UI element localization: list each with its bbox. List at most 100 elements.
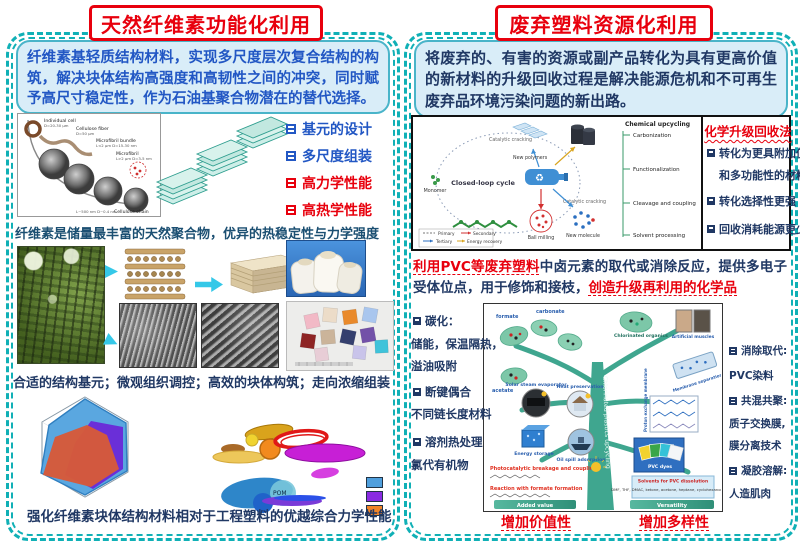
hier-label-4: Microfibril — [116, 151, 139, 157]
bullet-label: 高力学性能 — [302, 176, 372, 192]
ashby-plot: POM — [212, 423, 366, 513]
note-artificial-muscle: 人造肌肉 — [729, 486, 771, 501]
cell-coil-icon — [24, 120, 42, 138]
left-title-text: 天然纤维素功能化利用 — [101, 12, 311, 37]
hier-dim-4: L>2 μm D=3-5 nm — [116, 156, 152, 161]
square-bullet-icon — [729, 466, 737, 475]
ashby-circle — [245, 433, 259, 447]
colored-films-photo — [286, 301, 394, 371]
tree-leaves — [499, 311, 653, 385]
loop-legend: Primary Secondary Tertiary Energy recove… — [418, 228, 503, 248]
leaf-label-carbonate: carbonate — [536, 309, 565, 315]
legend-swatch-orange — [366, 505, 383, 516]
left-bullet-2: 多尺度组装 — [286, 146, 372, 166]
note-text: 储能，保温隔热， — [411, 337, 503, 351]
bullet-label: 基元的设计 — [302, 122, 372, 138]
note-text: 断键偶合 — [425, 385, 471, 399]
upcycle-title: 化学升级回收法 — [704, 124, 792, 139]
cyan-arrow-icon — [105, 265, 118, 278]
plastic-bottle-icon: ♻ — [525, 169, 568, 185]
note-elimination: 消除取代: — [729, 343, 787, 358]
cyan-block-arrow-icon — [195, 277, 223, 292]
left-bullet-4: 高热学性能 — [286, 200, 372, 220]
loop-center-label: Closed-loop cycle — [451, 179, 515, 187]
rod-stack — [124, 248, 186, 300]
loop-circle — [435, 132, 581, 234]
sun-icon — [541, 391, 547, 397]
note-text: 碳化： — [425, 314, 460, 328]
note-text: 回收消耗能源更少 — [719, 223, 800, 236]
bullet-label: 多尺度组装 — [302, 149, 372, 165]
left-panel-title: 天然纤维素功能化利用 — [89, 5, 323, 41]
new-molecule-label: New molecule — [566, 233, 600, 239]
caption-mechanics: 强化纤维素块体结构材料相对于工程塑料的优越综合力学性能 — [27, 505, 392, 525]
recycle-icon: ♻ — [535, 173, 544, 184]
added-value-bar — [494, 500, 576, 509]
square-bullet-icon — [286, 205, 296, 215]
polymer-sheet-icon — [512, 122, 548, 139]
caption-structure: 合适的结构基元；微观组织调控；高效的块体构筑；走向浓缩组装 — [13, 372, 390, 391]
legend-primary: Primary — [438, 231, 455, 237]
upcycle-bullet-1b: 和多功能性的材料 — [719, 167, 800, 183]
item-heat: Heat preservation — [557, 384, 604, 390]
note-chloro-organics: 氯代有机物 — [411, 457, 469, 473]
square-bullet-icon — [707, 225, 715, 233]
hier-dim-5: L~500 nm D~0.4 nm — [76, 209, 117, 214]
radar-series-red — [43, 425, 119, 487]
sem-inset-3 — [93, 176, 123, 206]
caption-bottom-text: 强化纤维素块体结构材料相对于工程塑料的优越综合力学性能 — [27, 509, 392, 525]
note-bond-coupling: 断键偶合 — [413, 384, 471, 400]
leaf-molecules — [509, 317, 644, 380]
caption-text: 增加价值性 — [501, 515, 571, 531]
left-bullet-3: 高力学性能 — [286, 173, 372, 193]
membrane-separation-image — [672, 351, 718, 379]
caption-cellulose: 纤维素是储量最丰富的天然聚合物，优异的热稳定性与力学强度 — [15, 223, 379, 242]
monomer-label: Monomer — [424, 188, 447, 194]
legend-secondary: Secondary — [473, 231, 496, 237]
caption-text: 增加多样性 — [639, 515, 709, 531]
ashby-ellipse — [311, 467, 339, 479]
sheet-cluster-3 — [235, 116, 289, 149]
note-membrane-tech: 膜分离技术 — [729, 438, 782, 453]
note-text: 转化选择性更强 — [719, 195, 796, 208]
upcycle-text-box: 化学升级回收法 转化为更具附加值 和多功能性的材料 转化选择性更强 回收消耗能源… — [701, 117, 800, 249]
item-energy: Energy storage — [514, 451, 554, 457]
branch-1: Carbonization — [633, 133, 672, 139]
square-bullet-icon — [707, 197, 715, 205]
caption-mid-text: 合适的结构基元；微观组织调控；高效的块体构筑；走向浓缩组装 — [13, 376, 391, 391]
note-text: 溶剂热处理 — [425, 435, 483, 449]
tree-svg: Chlorinated plastics upcycling formate c… — [489, 309, 735, 510]
item-pvc-dyes: PVC dyes — [648, 464, 672, 470]
left-intro-box: 纤维素基轻质结构材料，实现多尺度层次复合结构的构筑，解决块体结构高强度和高韧性之… — [16, 40, 390, 114]
note-gel-dissolution: 凝胶溶解: — [729, 463, 787, 478]
powder-bags-photo — [286, 240, 366, 297]
note-text: 氯代有机物 — [411, 458, 469, 472]
item-oil: Oil spill adsorption — [556, 457, 605, 463]
catalytic-cracking-label-1: Catalytic cracking — [489, 137, 532, 143]
new-polymers-label: New polymers — [513, 155, 548, 161]
bullet-label: 高热学性能 — [302, 203, 372, 219]
chem-structure-2 — [489, 493, 551, 498]
hier-dim-3: L<2 μm D=15-30 nm — [96, 143, 137, 148]
note-text: 膜分离技术 — [729, 440, 782, 452]
right-panel: 废弃塑料资源化利用 将废弃的、有害的资源或副产品转化为具有更高价值的新材料的升级… — [404, 5, 800, 541]
square-bullet-icon — [707, 149, 715, 157]
ashby-ellipse — [284, 443, 366, 463]
hierarchy-svg: Individual cell D=20-30 μm Cellulose fib… — [24, 118, 152, 215]
right-panel-title: 废弃塑料资源化利用 — [495, 5, 713, 41]
versatility-bar — [630, 500, 714, 509]
sem-image-1 — [119, 303, 197, 368]
square-bullet-icon — [286, 124, 296, 134]
item-solar: Solar steam evaporator — [505, 382, 567, 388]
square-bullet-icon — [413, 388, 421, 396]
note-text: 质子交换膜, — [729, 418, 786, 430]
branch-4: Solvent processing — [633, 233, 685, 239]
ashby-pom-label: POM — [273, 490, 287, 497]
cyan-arrow-icon — [103, 333, 120, 350]
branch-3: Cleavage and coupling — [633, 201, 696, 207]
sem-inset-4 — [123, 187, 149, 213]
legend-swatch-blue — [366, 477, 383, 488]
sheet-cluster-2 — [195, 139, 249, 177]
legend-energy: Energy recovery — [467, 239, 503, 245]
ruler — [295, 362, 353, 366]
